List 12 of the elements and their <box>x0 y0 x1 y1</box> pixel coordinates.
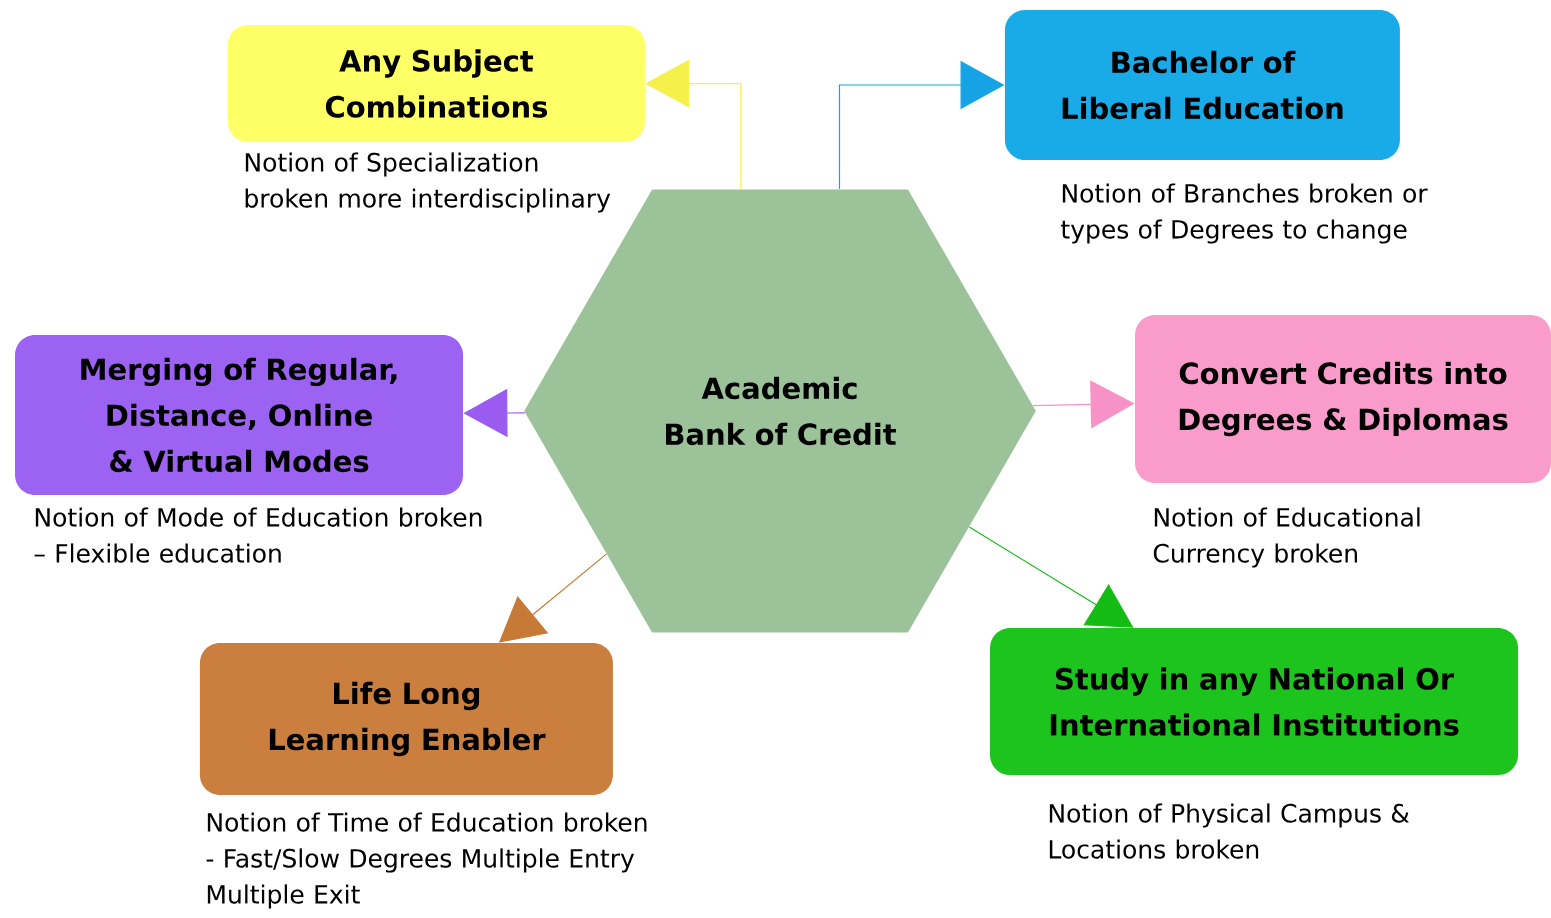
note-text: Notion of Mode of Education broken – Flexible education <box>34 507 482 563</box>
note-text: Notion of Branches broken or types of Degrees to change <box>1061 183 1428 244</box>
note-text: Notion of Time of Education broken - Fast/Slow Degrees Multiple Entry Multiple Exit <box>206 812 647 909</box>
rounded-box: Any Subject Combinations <box>227 25 645 143</box>
rounded-box: Study in any National Or International Institutions <box>990 628 1518 776</box>
note-text: Notion of Physical Campus & Locations broken <box>1049 803 1410 859</box>
rounded-box: Merging of Regular, Distance, Online & Virtual Modes <box>15 335 463 495</box>
arrow <box>645 59 742 190</box>
rounded-box: Convert Credits into Degrees & Diplomas <box>1135 315 1551 483</box>
rounded-box: Bachelor of Liberal Education <box>1004 10 1400 160</box>
note-text: Notion of Educational Currency broken <box>1153 507 1420 568</box>
rounded-box: Life Long Learning Enabler <box>199 643 613 795</box>
